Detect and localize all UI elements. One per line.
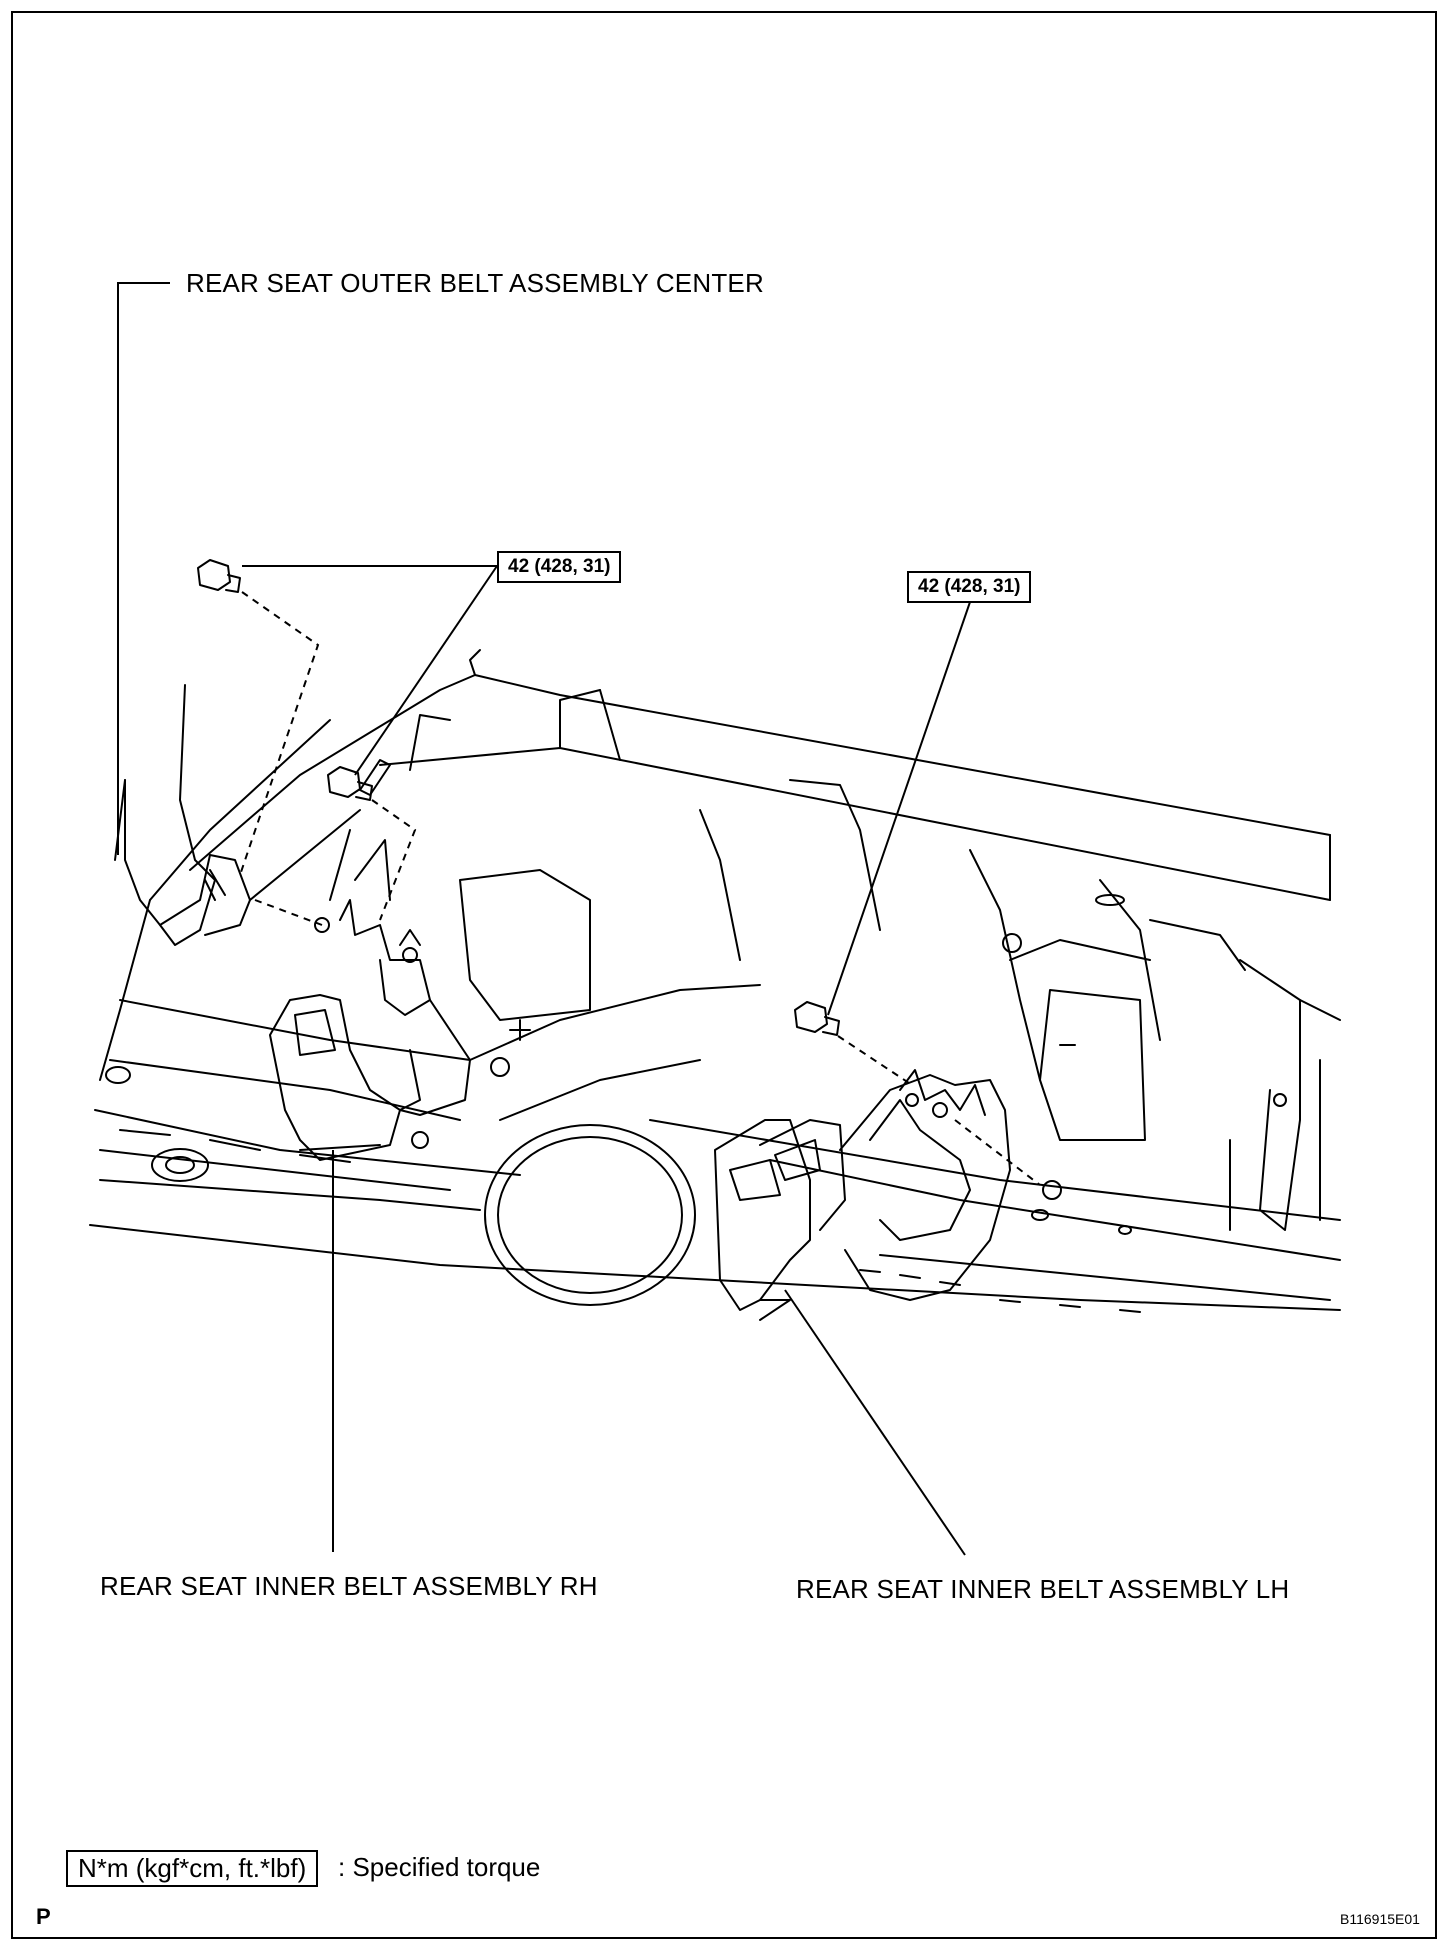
torque-label-left: 42 (428, 31) [497, 551, 622, 583]
leader-lines [117, 282, 971, 1556]
bolt-middle-left [327, 766, 373, 801]
torque-label-right: 42 (428, 31) [907, 571, 1032, 603]
outer-center-belt [114, 684, 251, 946]
panel-holes [105, 894, 1287, 1235]
corner-letter: P [36, 1904, 51, 1929]
diagram-frame [11, 11, 1437, 1939]
floor-panel-lines [89, 649, 1341, 1311]
torque-legend-text: : Specified torque [338, 1852, 541, 1882]
bolt-right [794, 1001, 840, 1036]
bolt-upper-left [197, 559, 241, 593]
install-dashed-lines [239, 591, 1041, 1186]
callout-outer-center-belt: REAR SEAT OUTER BELT ASSEMBLY CENTER [186, 268, 764, 298]
inner-belt-lh [714, 1069, 1011, 1321]
callout-inner-belt-lh: REAR SEAT INNER BELT ASSEMBLY LH [796, 1574, 1290, 1604]
inner-belt-rh [269, 899, 471, 1161]
torque-unit-legend-box: N*m (kgf*cm, ft.*lbf) [66, 1850, 319, 1887]
callout-inner-belt-rh: REAR SEAT INNER BELT ASSEMBLY RH [100, 1571, 598, 1601]
floor-ribs [99, 759, 1331, 1313]
figure-code: B116915E01 [1340, 1911, 1420, 1927]
floor-oval-opening [484, 1124, 696, 1306]
